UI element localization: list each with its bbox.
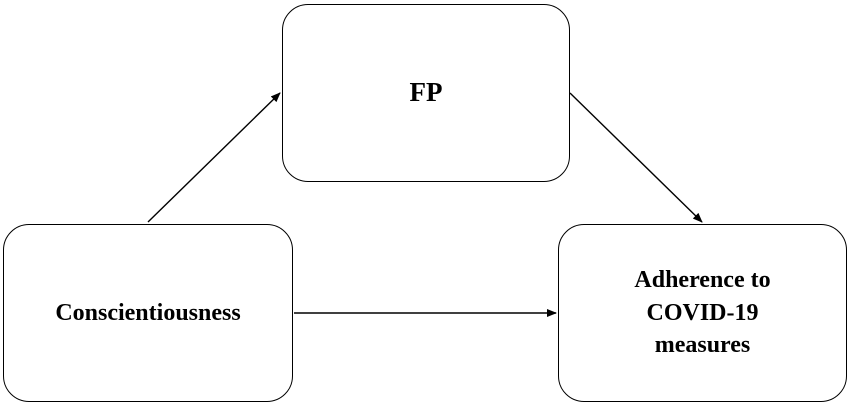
arrow-conscientiousness-to-fp [147,92,281,223]
node-adherence-label: Adherence to COVID-19 measures [634,264,770,361]
node-conscientiousness: Conscientiousness [3,224,293,402]
node-adherence-label-line-3: measures [654,332,751,359]
node-fp: FP [282,4,570,182]
node-fp-label: FP [409,76,443,107]
node-adherence-label-line-1: Adherence to [634,267,771,294]
node-adherence-label-line-2: COVID-19 [646,299,759,326]
arrow-fp-to-adherence [569,92,703,223]
node-conscientiousness-label: Conscientiousness [55,299,241,326]
node-adherence: Adherence to COVID-19 measures [558,224,847,402]
